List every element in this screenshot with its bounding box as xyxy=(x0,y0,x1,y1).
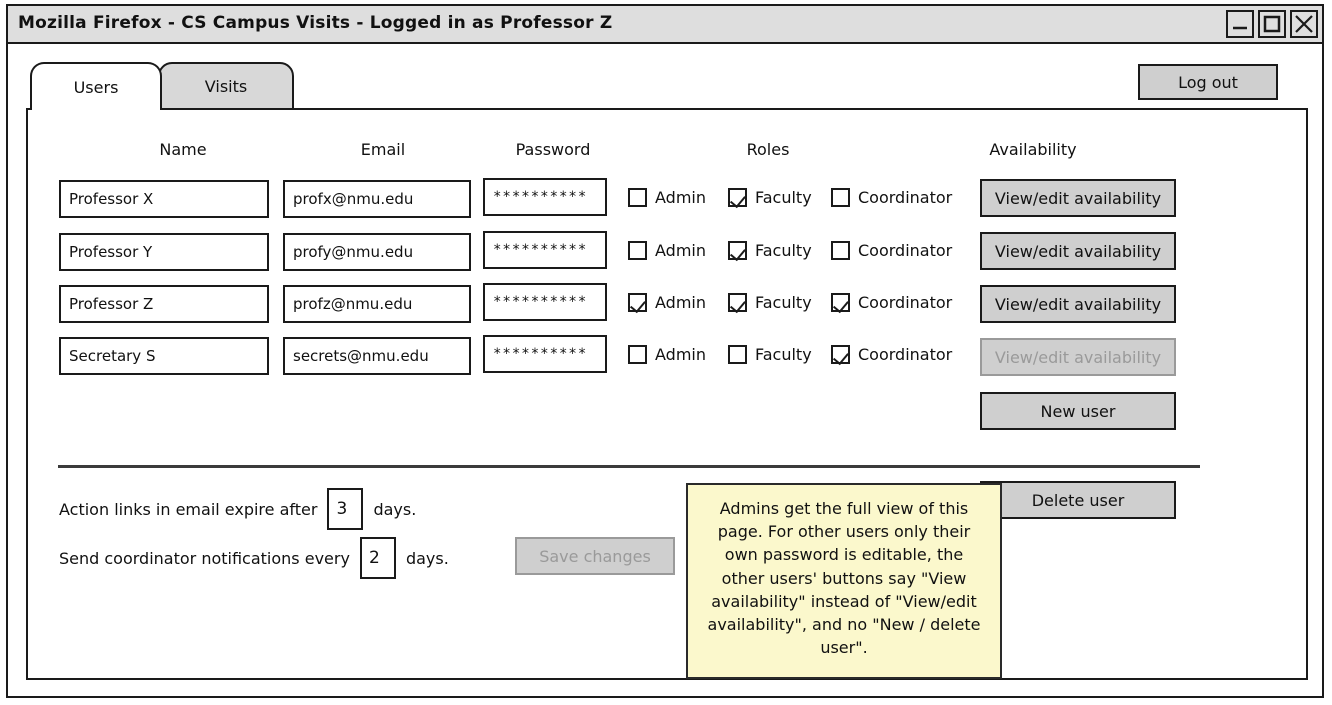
name-input[interactable]: Professor Y xyxy=(59,233,269,271)
expire-days-input[interactable]: 3 xyxy=(327,488,364,530)
minimize-button[interactable] xyxy=(1226,10,1254,38)
checkbox-box xyxy=(728,293,747,312)
checkbox-box xyxy=(628,345,647,364)
save-changes-label: Save changes xyxy=(539,546,651,566)
expire-suffix-label: days. xyxy=(373,499,417,519)
save-changes-button: Save changes xyxy=(515,537,675,575)
role-label-coordinator: Coordinator xyxy=(858,188,953,207)
availability-button-label: View/edit availability xyxy=(994,188,1162,208)
logout-label: Log out xyxy=(1178,72,1238,92)
notify-prefix-label: Send coordinator notifications every xyxy=(59,548,350,568)
availability-button-label: View/edit availability xyxy=(994,294,1162,314)
tab-users-label: Users xyxy=(73,77,119,97)
name-input[interactable]: Secretary S xyxy=(59,337,269,375)
active-tab-merge-strip xyxy=(33,106,159,114)
notify-days-input[interactable]: 2 xyxy=(359,537,396,579)
column-header-email: Email xyxy=(360,140,406,159)
role-label-faculty: Faculty xyxy=(755,345,812,364)
expire-prefix-label: Action links in email expire after xyxy=(59,499,318,519)
logout-button[interactable]: Log out xyxy=(1138,64,1278,100)
role-admin-checkbox-row-3[interactable]: Admin xyxy=(628,293,706,312)
checkbox-box xyxy=(831,241,850,260)
password-input[interactable]: ********** xyxy=(483,335,607,373)
delete-user-label: Delete user xyxy=(1031,490,1125,510)
column-header-availability: Availability xyxy=(989,140,1077,159)
role-admin-checkbox-row-2[interactable]: Admin xyxy=(628,241,706,260)
checkbox-box xyxy=(728,345,747,364)
window-title: Mozilla Firefox - CS Campus Visits - Log… xyxy=(18,13,613,33)
role-coordinator-checkbox-row-2[interactable]: Coordinator xyxy=(831,241,952,260)
new-user-label: New user xyxy=(1040,401,1116,421)
role-label-admin: Admin xyxy=(655,293,706,312)
delete-user-button[interactable]: Delete user xyxy=(980,481,1176,519)
view-edit-availability-button[interactable]: View/edit availability xyxy=(980,232,1176,270)
close-button[interactable] xyxy=(1290,10,1318,38)
email-input[interactable]: profx@nmu.edu xyxy=(283,180,471,218)
checkbox-box xyxy=(628,293,647,312)
tab-visits[interactable]: Visits xyxy=(158,62,294,110)
role-faculty-checkbox-row-1[interactable]: Faculty xyxy=(728,188,812,207)
password-input[interactable]: ********** xyxy=(483,283,607,321)
role-label-coordinator: Coordinator xyxy=(858,293,953,312)
minimize-icon xyxy=(1233,26,1247,30)
annotation-sticky-note: Admins get the full view of this page. F… xyxy=(686,483,1002,679)
view-edit-availability-button-disabled: View/edit availability xyxy=(980,338,1176,376)
sticky-note-text: Admins get the full view of this page. F… xyxy=(707,499,981,658)
tab-users[interactable]: Users xyxy=(30,62,162,110)
password-input[interactable]: ********** xyxy=(483,231,607,269)
checkbox-box xyxy=(831,293,850,312)
password-input[interactable]: ********** xyxy=(483,178,607,216)
column-header-name: Name xyxy=(159,140,207,159)
availability-button-label: View/edit availability xyxy=(994,347,1162,367)
role-coordinator-checkbox-row-3[interactable]: Coordinator xyxy=(831,293,952,312)
expire-setting-row: Action links in email expire after 3 day… xyxy=(59,488,416,530)
email-input[interactable]: profz@nmu.edu xyxy=(283,285,471,323)
email-input[interactable]: secrets@nmu.edu xyxy=(283,337,471,375)
role-label-coordinator: Coordinator xyxy=(858,241,953,260)
title-bar: Mozilla Firefox - CS Campus Visits - Log… xyxy=(8,6,1322,44)
role-label-faculty: Faculty xyxy=(755,293,812,312)
section-divider xyxy=(58,465,1200,468)
browser-window: Mozilla Firefox - CS Campus Visits - Log… xyxy=(6,4,1324,698)
role-label-faculty: Faculty xyxy=(755,241,812,260)
column-header-roles: Roles xyxy=(746,140,790,159)
email-input[interactable]: profy@nmu.edu xyxy=(283,233,471,271)
checkbox-box xyxy=(831,188,850,207)
role-label-admin: Admin xyxy=(655,345,706,364)
name-input[interactable]: Professor X xyxy=(59,180,269,218)
role-label-admin: Admin xyxy=(655,188,706,207)
role-faculty-checkbox-row-3[interactable]: Faculty xyxy=(728,293,812,312)
view-edit-availability-button[interactable]: View/edit availability xyxy=(980,179,1176,217)
maximize-icon xyxy=(1263,15,1281,33)
role-label-admin: Admin xyxy=(655,241,706,260)
users-panel: Name Email Password Roles Availability P… xyxy=(26,108,1308,680)
role-label-coordinator: Coordinator xyxy=(858,345,953,364)
maximize-button[interactable] xyxy=(1258,10,1286,38)
column-header-password: Password xyxy=(515,140,591,159)
close-icon xyxy=(1295,15,1313,33)
role-admin-checkbox-row-1[interactable]: Admin xyxy=(628,188,706,207)
new-user-button[interactable]: New user xyxy=(980,392,1176,430)
role-admin-checkbox-row-4[interactable]: Admin xyxy=(628,345,706,364)
role-coordinator-checkbox-row-1[interactable]: Coordinator xyxy=(831,188,952,207)
checkbox-box xyxy=(728,241,747,260)
role-faculty-checkbox-row-4[interactable]: Faculty xyxy=(728,345,812,364)
checkbox-box xyxy=(628,241,647,260)
checkbox-box xyxy=(728,188,747,207)
name-input[interactable]: Professor Z xyxy=(59,285,269,323)
availability-button-label: View/edit availability xyxy=(994,241,1162,261)
role-label-faculty: Faculty xyxy=(755,188,812,207)
view-edit-availability-button[interactable]: View/edit availability xyxy=(980,285,1176,323)
checkbox-box xyxy=(831,345,850,364)
notify-setting-row: Send coordinator notifications every 2 d… xyxy=(59,537,449,579)
notify-suffix-label: days. xyxy=(405,548,449,568)
checkbox-box xyxy=(628,188,647,207)
role-faculty-checkbox-row-2[interactable]: Faculty xyxy=(728,241,812,260)
role-coordinator-checkbox-row-4[interactable]: Coordinator xyxy=(831,345,952,364)
tab-visits-label: Visits xyxy=(204,76,248,96)
